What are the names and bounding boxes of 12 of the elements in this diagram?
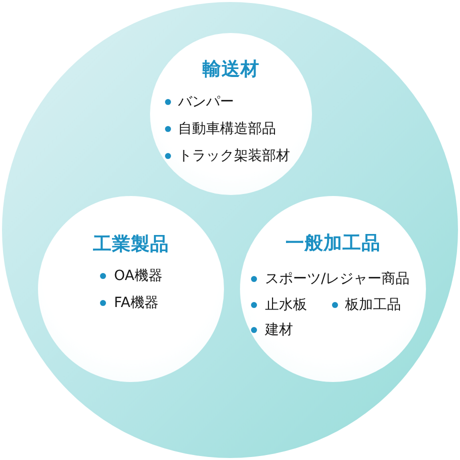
list-item: 板加工品 — [345, 296, 401, 314]
category-heading: 輸送材 — [202, 58, 260, 82]
list-item: スポーツ/レジャー商品 — [265, 270, 410, 288]
list-item: 自動車構造部品 — [178, 120, 276, 138]
list-item: 止水板 — [265, 296, 307, 314]
list-item: バンパー — [178, 92, 234, 112]
list-item: OA機器 — [114, 266, 162, 286]
category-heading: 工業製品 — [92, 233, 170, 257]
list-item: 建材 — [265, 320, 293, 340]
list-item: FA機器 — [114, 294, 158, 312]
category-heading: 一般加工品 — [284, 232, 382, 256]
list-item: トラック架装部材 — [178, 146, 290, 166]
